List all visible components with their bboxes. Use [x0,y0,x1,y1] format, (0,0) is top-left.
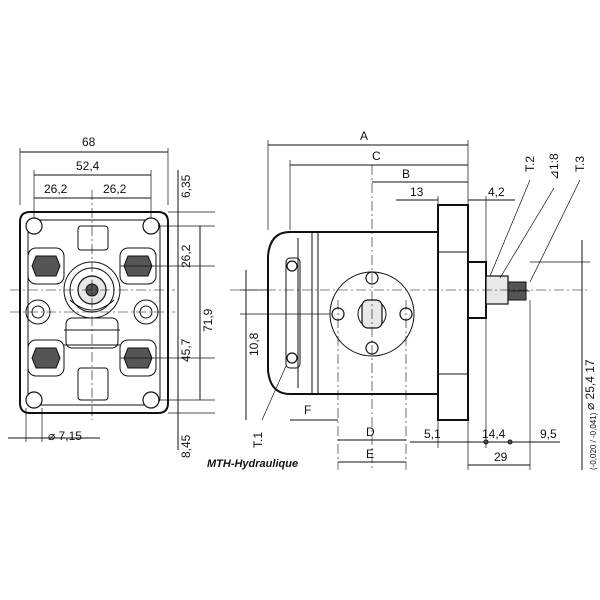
dim-shaft-diameter: ⌀ 25,4 17 [583,359,597,410]
dim-29: 29 [494,450,508,464]
mount-hole-bl [25,391,43,409]
dim-26-2-right: 26,2 [103,182,127,196]
front-view: 68 52,4 26,2 26,2 6,35 26,2 45,7 71,9 8,… [8,135,215,458]
dim-14-4: 14,4 [482,427,506,441]
dim-f: F [304,403,311,417]
dim-a: A [360,129,368,143]
dim-26-2-left: 26,2 [44,182,68,196]
dim-hole-diameter: ⌀ 7,15 [48,429,82,443]
dim-tolerance: (-0,020 / -0,041) [589,412,598,470]
dim-13: 13 [410,185,424,199]
dim-68: 68 [82,135,96,149]
side-flange [437,204,469,421]
dim-52-4: 52,4 [76,159,100,173]
dim-d: D [366,425,375,439]
dim-c: C [372,149,381,163]
dim-b: B [402,167,410,181]
mount-hole-br [142,391,160,409]
mount-hole-tl [25,217,43,235]
dim-45-7: 45,7 [179,338,193,362]
side-view: A C B 13 4,2 ⊿1:8 T.2 T.3 T.1 10,8 F D [230,129,598,470]
t2-label: T.2 [523,156,537,172]
t1-label: T.1 [251,432,265,448]
dim-9-5: 9,5 [540,427,557,441]
dim-5-1: 5,1 [424,427,441,441]
mount-hole-tr [142,217,160,235]
front-flange-outline [19,211,169,414]
pocket-bottom [77,367,109,401]
pocket-top [77,225,109,251]
t3-label: T.3 [573,156,587,172]
brand-label: MTH-Hydraulique [207,458,298,470]
taper-label: ⊿1:8 [547,153,561,180]
dim-8-45: 8,45 [179,434,193,458]
dim-71-9: 71,9 [201,308,215,332]
dim-e: E [366,447,374,461]
dim-4-2: 4,2 [488,185,505,199]
dim-10-8: 10,8 [247,332,261,356]
dim-26-2-vert: 26,2 [179,244,193,268]
pump-body-outline [267,231,439,395]
dim-6-35: 6,35 [179,174,193,198]
